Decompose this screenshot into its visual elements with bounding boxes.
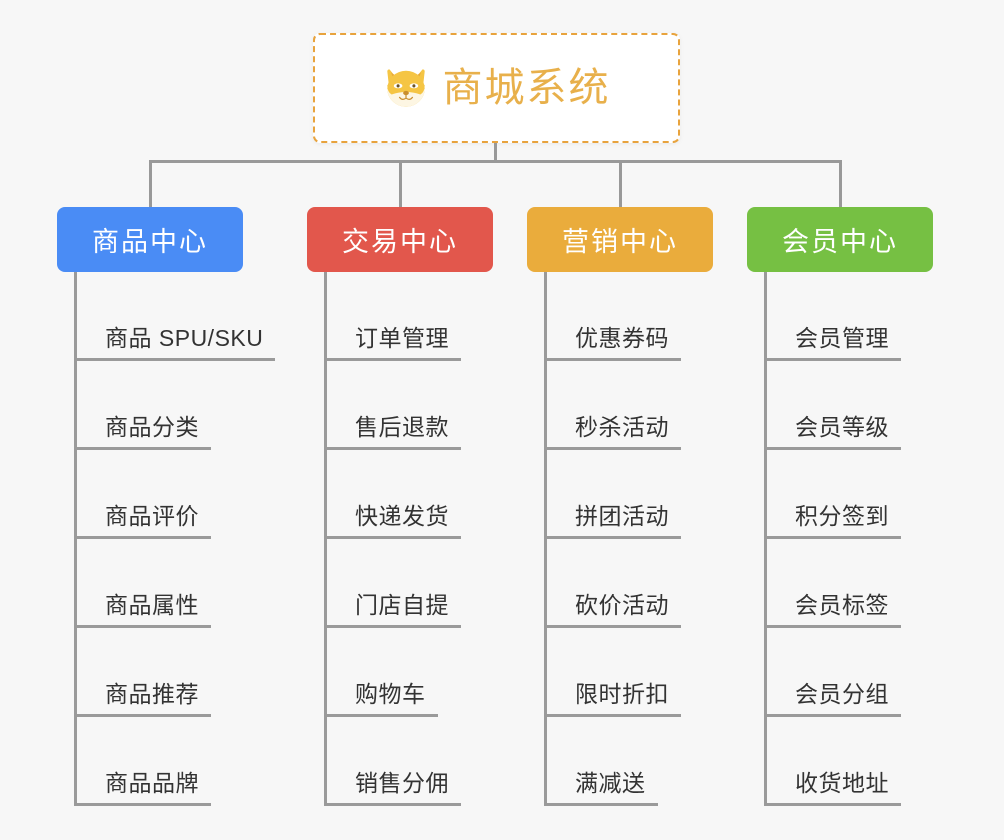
feature-item[interactable]: 售后退款 xyxy=(324,361,461,450)
feature-item-label: 会员标签 xyxy=(795,591,889,618)
feature-item[interactable]: 限时折扣 xyxy=(544,628,681,717)
feature-item-label: 积分签到 xyxy=(795,502,889,529)
feature-item[interactable]: 订单管理 xyxy=(324,272,461,361)
feature-item[interactable]: 商品推荐 xyxy=(74,628,211,717)
feature-item-underline: 优惠券码 xyxy=(544,325,681,361)
feature-item-underline: 商品属性 xyxy=(74,592,211,628)
feature-item-label: 订单管理 xyxy=(355,324,449,351)
feature-item[interactable]: 快递发货 xyxy=(324,450,461,539)
feature-item-label: 销售分佣 xyxy=(355,769,449,796)
category-header-member-center[interactable]: 会员中心 xyxy=(747,207,933,272)
feature-item[interactable]: 秒杀活动 xyxy=(544,361,681,450)
feature-item-underline: 购物车 xyxy=(324,681,438,717)
feature-item-label: 砍价活动 xyxy=(575,591,669,618)
feature-item[interactable]: 会员等级 xyxy=(764,361,901,450)
feature-item[interactable]: 商品分类 xyxy=(74,361,211,450)
feature-item-label: 商品推荐 xyxy=(105,680,199,707)
feature-item-underline: 商品评价 xyxy=(74,503,211,539)
feature-item[interactable]: 收货地址 xyxy=(764,717,901,806)
feature-item[interactable]: 商品 SPU/SKU xyxy=(74,272,276,361)
feature-item-underline: 会员等级 xyxy=(764,414,901,450)
feature-item-label: 商品属性 xyxy=(105,591,199,618)
feature-item[interactable]: 会员分组 xyxy=(764,628,901,717)
feature-item-label: 商品品牌 xyxy=(105,769,199,796)
feature-item-underline: 门店自提 xyxy=(324,592,461,628)
category-header-marketing-center[interactable]: 营销中心 xyxy=(527,207,713,272)
feature-item-underline: 秒杀活动 xyxy=(544,414,681,450)
feature-item-underline: 会员管理 xyxy=(764,325,901,361)
feature-item-label: 快递发货 xyxy=(355,502,449,529)
feature-item-underline: 商品推荐 xyxy=(74,681,211,717)
branch-drop-line-product-center xyxy=(149,160,152,207)
category-header-product-center[interactable]: 商品中心 xyxy=(57,207,243,272)
category-header-label: 会员中心 xyxy=(782,227,898,257)
feature-item[interactable]: 销售分佣 xyxy=(324,717,461,806)
feature-item-label: 秒杀活动 xyxy=(575,413,669,440)
feature-item-underline: 砍价活动 xyxy=(544,592,681,628)
feature-item[interactable]: 商品评价 xyxy=(74,450,211,539)
feature-item[interactable]: 商品属性 xyxy=(74,539,211,628)
root-node[interactable]: 商城系统 xyxy=(313,33,680,143)
feature-item-underline: 商品分类 xyxy=(74,414,211,450)
category-header-label: 营销中心 xyxy=(562,227,678,257)
feature-item-underline: 限时折扣 xyxy=(544,681,681,717)
category-header-trade-center[interactable]: 交易中心 xyxy=(307,207,493,272)
feature-item-label: 商品评价 xyxy=(105,502,199,529)
feature-item-label: 会员分组 xyxy=(795,680,889,707)
feature-item-label: 商品分类 xyxy=(105,413,199,440)
category-header-label: 交易中心 xyxy=(342,227,458,257)
feature-item[interactable]: 会员管理 xyxy=(764,272,901,361)
feature-item[interactable]: 商品品牌 xyxy=(74,717,211,806)
feature-item-underline: 售后退款 xyxy=(324,414,461,450)
branch-drop-line-trade-center xyxy=(399,160,402,207)
feature-item[interactable]: 购物车 xyxy=(324,628,438,717)
feature-item[interactable]: 门店自提 xyxy=(324,539,461,628)
feature-item[interactable]: 拼团活动 xyxy=(544,450,681,539)
feature-item-underline: 收货地址 xyxy=(764,770,901,806)
feature-item-label: 门店自提 xyxy=(355,591,449,618)
feature-item-label: 拼团活动 xyxy=(575,502,669,529)
feature-item[interactable]: 会员标签 xyxy=(764,539,901,628)
shiba-dog-face-icon xyxy=(386,69,425,107)
feature-item-label: 购物车 xyxy=(355,680,426,707)
feature-item-label: 会员等级 xyxy=(795,413,889,440)
feature-item-label: 满减送 xyxy=(575,769,646,796)
feature-item-underline: 商品 SPU/SKU xyxy=(74,324,276,361)
column-spine-product-center xyxy=(74,272,77,806)
branch-drop-line-member-center xyxy=(839,160,842,207)
column-spine-member-center xyxy=(764,272,767,806)
feature-item-label: 优惠券码 xyxy=(575,324,669,351)
feature-item[interactable]: 积分签到 xyxy=(764,450,901,539)
column-spine-marketing-center xyxy=(544,272,547,806)
feature-item-underline: 销售分佣 xyxy=(324,770,461,806)
feature-item-label: 限时折扣 xyxy=(575,680,669,707)
root-node-label: 商城系统 xyxy=(442,66,611,110)
feature-item[interactable]: 满减送 xyxy=(544,717,658,806)
feature-item-underline: 会员标签 xyxy=(764,592,901,628)
feature-item-underline: 会员分组 xyxy=(764,681,901,717)
branch-bus-line xyxy=(150,160,840,163)
feature-item-underline: 订单管理 xyxy=(324,325,461,361)
feature-item-underline: 商品品牌 xyxy=(74,770,211,806)
feature-item-label: 商品 SPU/SKU xyxy=(105,324,264,351)
feature-item-underline: 积分签到 xyxy=(764,503,901,539)
category-header-label: 商品中心 xyxy=(92,227,208,257)
feature-item-label: 收货地址 xyxy=(795,769,889,796)
feature-item-underline: 拼团活动 xyxy=(544,503,681,539)
feature-item[interactable]: 优惠券码 xyxy=(544,272,681,361)
column-spine-trade-center xyxy=(324,272,327,806)
feature-item-underline: 快递发货 xyxy=(324,503,461,539)
feature-item[interactable]: 砍价活动 xyxy=(544,539,681,628)
feature-item-label: 会员管理 xyxy=(795,324,889,351)
feature-item-underline: 满减送 xyxy=(544,770,658,806)
branch-drop-line-marketing-center xyxy=(619,160,622,207)
feature-item-label: 售后退款 xyxy=(355,413,449,440)
root-connector-stub xyxy=(494,143,497,162)
